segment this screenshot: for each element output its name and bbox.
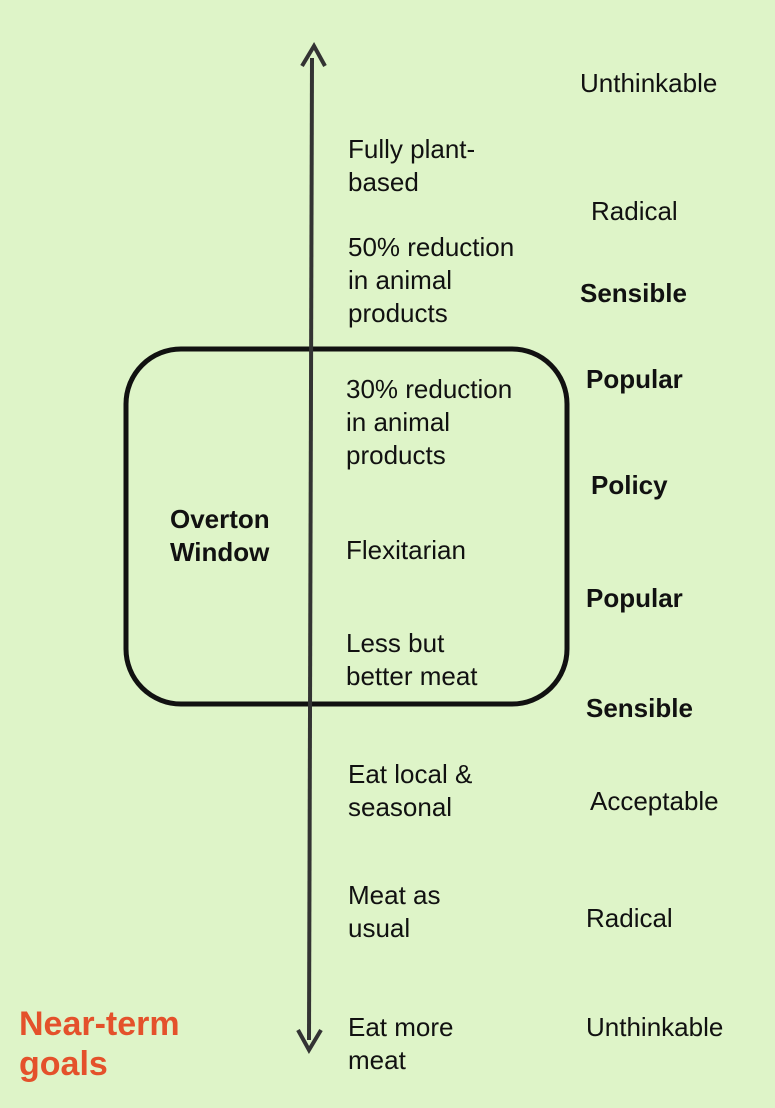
vertical-axis-line — [307, 57, 314, 1041]
option-meat-as-usual: Meat as usual — [348, 880, 441, 943]
rating-radical-bottom: Radical — [586, 903, 673, 933]
rating-sensible-bottom: Sensible — [586, 693, 693, 723]
option-eat-local: Eat local & seasonal — [348, 759, 473, 822]
near-term-goals-label: Near-term goals — [19, 1005, 180, 1083]
rating-popular-bottom: Popular — [586, 583, 683, 613]
rating-popular-top: Popular — [586, 364, 683, 394]
overton-window-label: Overton Window — [170, 504, 270, 567]
rating-unthinkable-bottom: Unthinkable — [586, 1012, 724, 1042]
rating-unthinkable-top: Unthinkable — [580, 68, 718, 98]
option-50-reduction: 50% reduction in animal products — [348, 232, 515, 328]
rating-policy: Policy — [591, 470, 668, 500]
rating-radical-top: Radical — [591, 196, 678, 226]
axis-arrow-down-icon — [296, 1028, 323, 1055]
rating-acceptable: Acceptable — [590, 786, 719, 816]
option-eat-more-meat: Eat more meat — [348, 1012, 454, 1075]
rating-sensible-top: Sensible — [580, 278, 687, 308]
option-less-better-meat: Less but better meat — [346, 628, 478, 691]
option-fully-plant-based: Fully plant- based — [348, 134, 476, 197]
option-flexitarian: Flexitarian — [346, 535, 466, 565]
option-30-reduction: 30% reduction in animal products — [346, 374, 513, 470]
axis-arrow-up-icon — [300, 41, 327, 68]
overton-window-frame — [123, 346, 570, 707]
